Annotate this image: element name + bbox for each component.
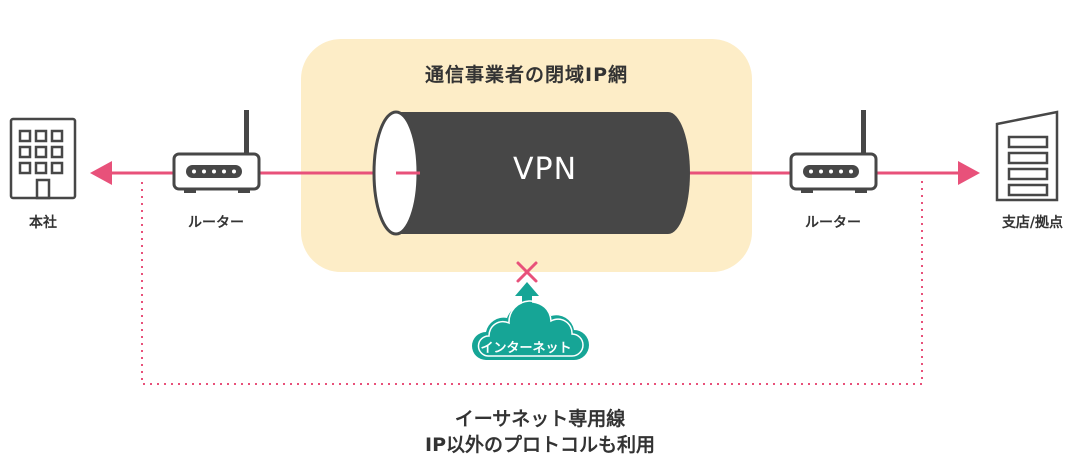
closed-network-title: 通信事業者の閉域IP網 <box>425 64 628 86</box>
head-office-label: 本社 <box>29 215 57 231</box>
arrowhead-right <box>958 161 980 185</box>
router-label-left: ルーター <box>188 215 244 231</box>
vpn-label: VPN <box>512 152 578 187</box>
router-icon-left <box>172 110 261 193</box>
blocked-x-icon <box>516 261 538 283</box>
router-label-right: ルーター <box>805 215 861 231</box>
vpn-tunnel <box>372 110 690 236</box>
office-building-icon <box>9 117 77 200</box>
ethernet-line-subtitle: IP以外のプロトコルも利用 <box>425 434 655 456</box>
ethernet-dedicated-line <box>141 178 923 385</box>
internet-label: インターネット <box>480 341 572 356</box>
internet-cloud-icon <box>472 300 589 360</box>
arrowhead-left <box>90 161 112 185</box>
branch-building-icon <box>995 110 1059 202</box>
branch-office-label: 支店/拠点 <box>1001 215 1064 231</box>
ethernet-line-title: イーサネット専用線 <box>454 408 626 430</box>
up-arrow-icon <box>515 282 539 308</box>
router-icon-right <box>789 110 878 193</box>
